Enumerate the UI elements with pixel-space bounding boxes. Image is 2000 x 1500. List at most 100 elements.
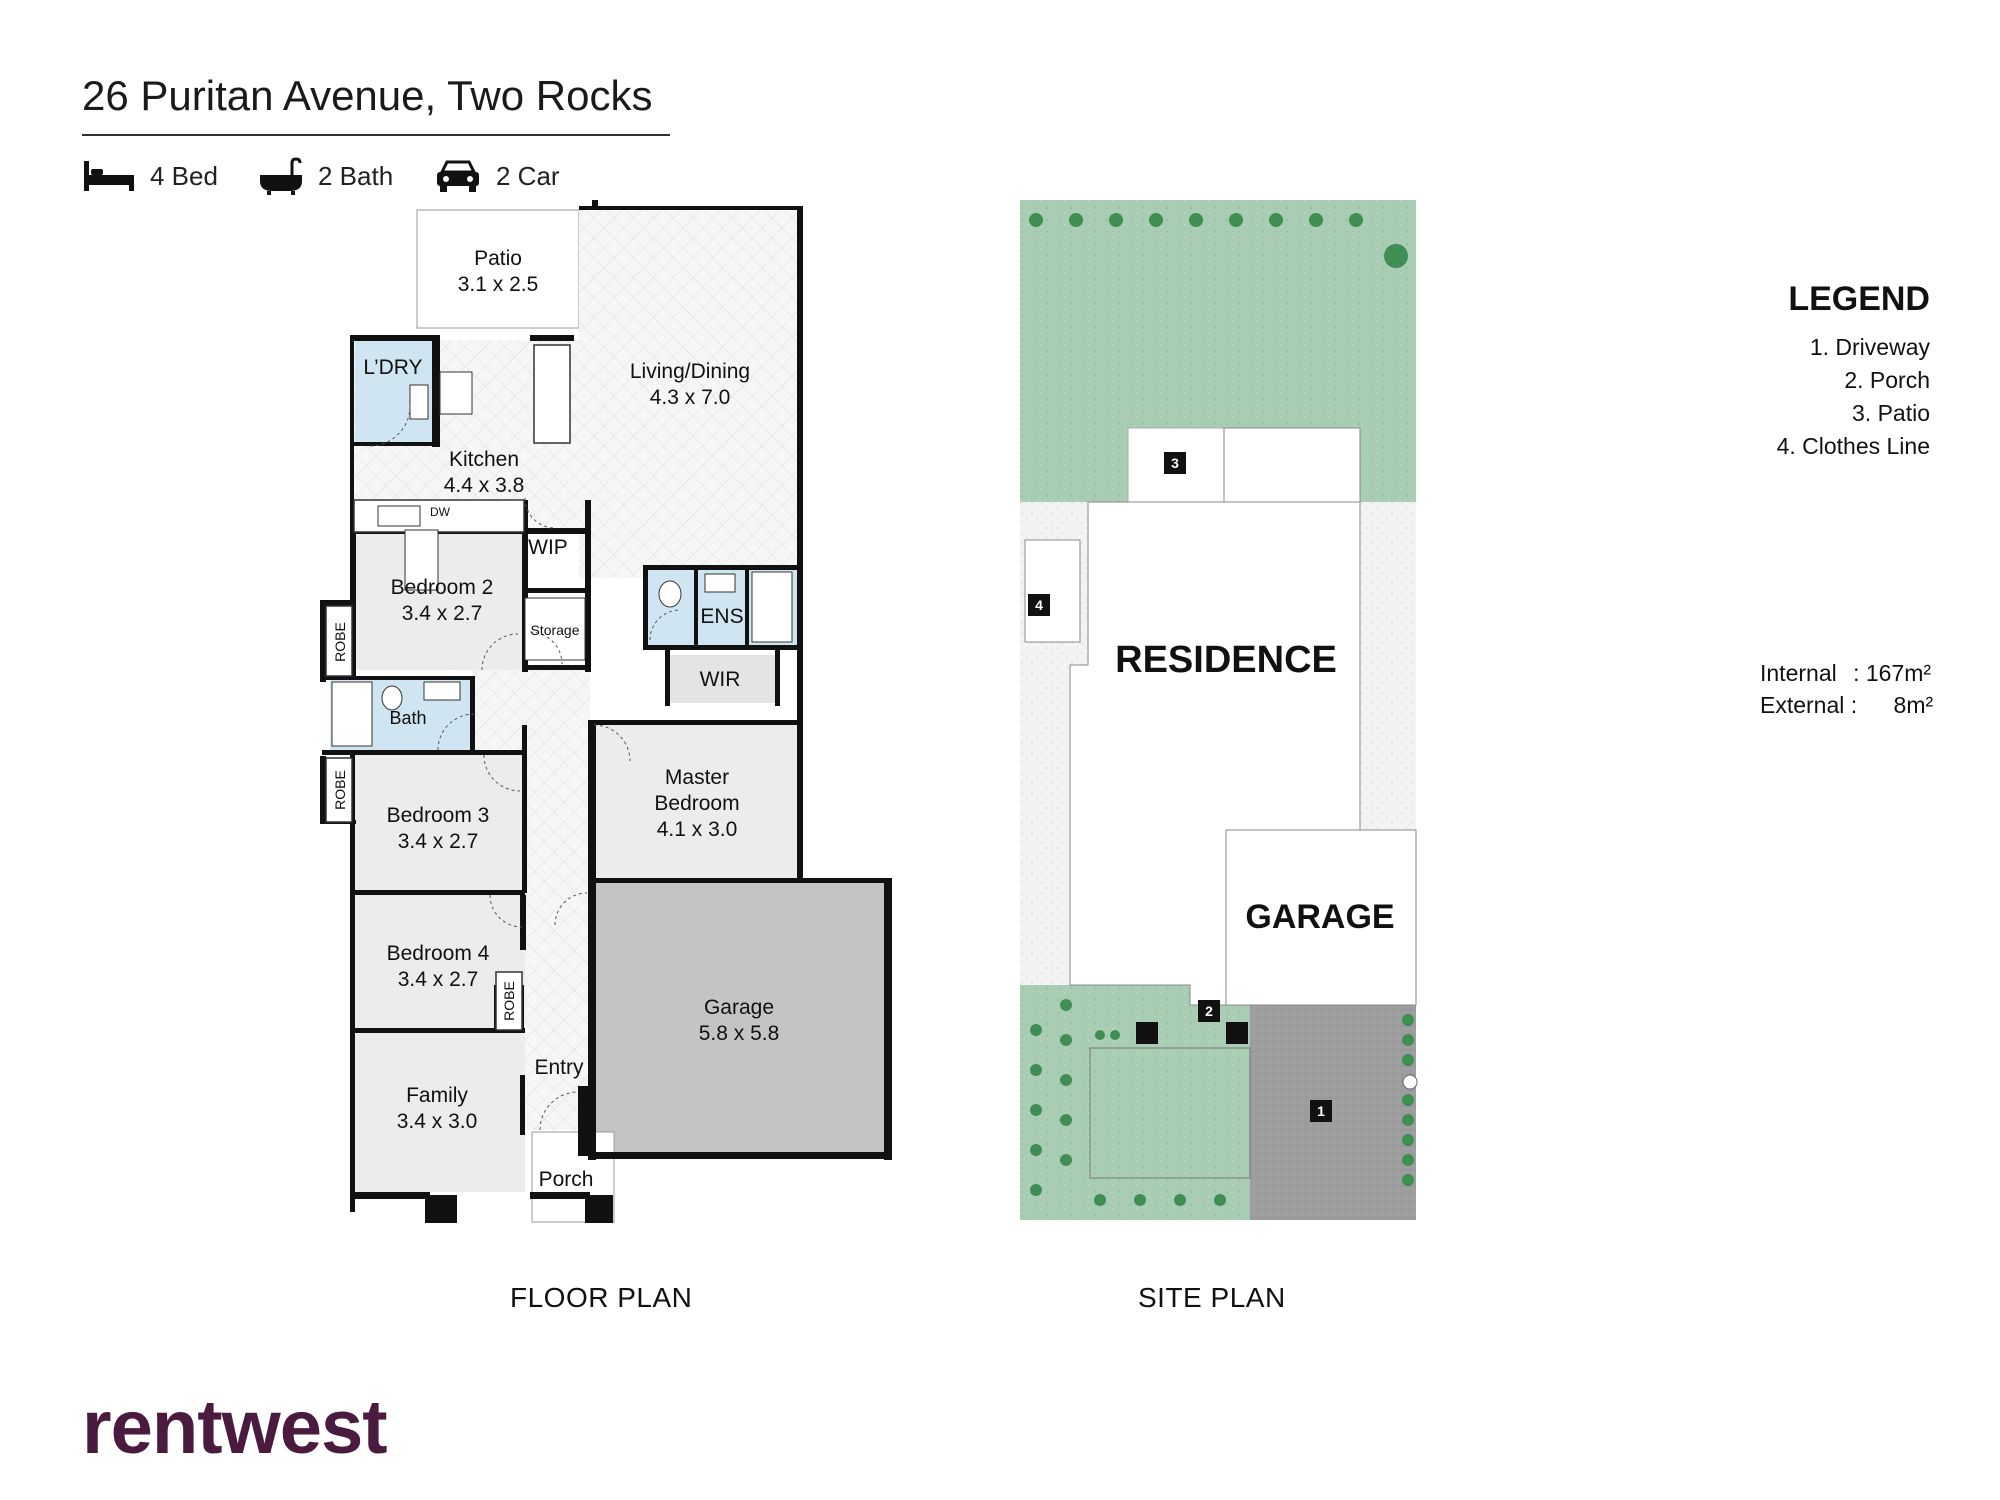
marker-1: 1 [1317, 1103, 1325, 1119]
patio-label: Patio [474, 247, 522, 270]
car-feature: 2 Car [434, 156, 560, 196]
bed-count-label: 4 Bed [150, 160, 218, 191]
master-area [590, 725, 797, 880]
bath-feature: 2 Bath [258, 156, 393, 196]
master-label-line2: Bedroom [654, 792, 739, 815]
title-underline [82, 134, 670, 136]
living-size: 4.3 x 7.0 [650, 386, 731, 409]
site-garage [1225, 829, 1417, 1006]
site-labels: RESIDENCE GARAGE [1115, 639, 1394, 936]
external-area-row: External : 8m² [1760, 692, 1933, 719]
living-area [579, 210, 799, 578]
room-labels: Patio 3.1 x 2.5 Living/Dining 4.3 x 7.0 … [332, 247, 779, 1191]
bedroom2-size: 3.4 x 2.7 [402, 602, 483, 625]
driveway [1250, 1005, 1416, 1220]
marker-2-box [1198, 1000, 1220, 1022]
marker-3-box [1164, 452, 1186, 474]
storage-area [524, 597, 586, 661]
porch-column-left [1136, 1022, 1158, 1044]
master-label-line1: Master [665, 766, 729, 789]
page-title: 26 Puritan Avenue, Two Rocks [82, 72, 653, 119]
door-swings [369, 405, 681, 1131]
laundry-label: L’DRY [363, 356, 422, 379]
bath-shower-icon [331, 681, 373, 747]
site-light [1402, 1074, 1418, 1090]
bedroom3-size: 3.4 x 2.7 [398, 830, 479, 853]
bedroom3-area [355, 755, 525, 893]
external-area-label: External : [1760, 692, 1858, 718]
living-label: Living/Dining [630, 360, 750, 383]
bath-icon [260, 157, 302, 195]
bedroom2-area [355, 532, 525, 670]
hedge-dots [1029, 213, 1414, 1206]
legend-item-driveway: 1. Driveway [1809, 334, 1930, 360]
legend-item-patio: 3. Patio [1852, 400, 1930, 426]
garage-size: 5.8 x 5.8 [699, 1022, 780, 1045]
marker-2: 2 [1205, 1003, 1213, 1019]
rentwest-logo: rentwest [82, 1385, 388, 1470]
bath-count-label: 2 Bath [318, 160, 394, 191]
wir-label: WIR [700, 668, 741, 691]
wir-area [668, 655, 776, 703]
ensuite-shower-icon [751, 571, 793, 643]
bedroom3-label: Bedroom 3 [387, 804, 490, 827]
internal-area-label: Internal [1760, 660, 1837, 686]
bath-vanity-icon [423, 681, 461, 701]
porch-column-right [1226, 1022, 1248, 1044]
family-label: Family [406, 1084, 468, 1107]
bedroom2-label: Bedroom 2 [391, 576, 494, 599]
site-plan-caption: SITE PLAN [1138, 1282, 1286, 1313]
garage-area [592, 882, 886, 1157]
family-size: 3.4 x 3.0 [397, 1110, 478, 1133]
cooktop-icon [439, 371, 473, 415]
robe-bed2 [325, 605, 353, 677]
bath-label: Bath [389, 708, 426, 728]
floor-plan-caption: FLOOR PLAN [510, 1282, 693, 1313]
robe-bed4-label: ROBE [501, 981, 517, 1021]
entry-label: Entry [534, 1056, 584, 1079]
legend-title: LEGEND [1788, 280, 1930, 318]
master-size: 4.1 x 3.0 [657, 818, 738, 841]
garage-site-label: GARAGE [1245, 898, 1394, 936]
bedroom4-label: Bedroom 4 [387, 942, 490, 965]
robe-bed3-label: ROBE [332, 770, 348, 810]
kitchen-island [533, 344, 571, 444]
ensuite-label: ENS [700, 605, 743, 628]
garage-label: Garage [704, 996, 774, 1019]
residence-label: RESIDENCE [1115, 639, 1337, 681]
external-area-value: 8m² [1893, 692, 1934, 718]
clothes-line [1024, 539, 1081, 643]
bath-toilet-icon [381, 685, 403, 711]
robe-bed4 [495, 971, 523, 1031]
site-plan: RESIDENCE GARAGE 1 2 3 4 [1020, 200, 1418, 1220]
car-count-label: 2 Car [496, 160, 560, 191]
family-area [355, 1032, 525, 1192]
patio-area [416, 209, 580, 329]
front-garden-bed [1089, 1047, 1251, 1179]
laundry-tub-icon [409, 384, 429, 420]
patio-size: 3.1 x 2.5 [458, 273, 539, 296]
porch-label: Porch [539, 1168, 594, 1191]
kitchen-label: Kitchen [449, 448, 519, 471]
ensuite-toilet-icon [658, 580, 682, 608]
dishwasher-label: DW [430, 505, 451, 519]
bed-icon [84, 161, 134, 191]
kitchen-size: 4.4 x 3.8 [444, 474, 525, 497]
legend-item-porch: 2. Porch [1844, 367, 1930, 393]
marker-4: 4 [1035, 597, 1043, 613]
robe-bed3 [325, 757, 353, 823]
internal-area-row: Internal : 167m² [1760, 660, 1931, 687]
storage-label: Storage [530, 622, 579, 638]
internal-area-value: : 167m² [1853, 660, 1932, 686]
legend-item-clothes-line: 4. Clothes Line [1776, 433, 1930, 459]
marker-3: 3 [1171, 455, 1179, 471]
floor-plan: Patio 3.1 x 2.5 Living/Dining 4.3 x 7.0 … [320, 200, 892, 1223]
site-markers: 1 2 3 4 [1028, 452, 1332, 1122]
bedroom4-size: 3.4 x 2.7 [398, 968, 479, 991]
marker-4-box [1028, 594, 1050, 616]
robe-bed2-label: ROBE [332, 622, 348, 662]
car-icon [437, 160, 479, 192]
ensuite-vanity-icon [704, 573, 736, 593]
wip-area [404, 529, 439, 591]
